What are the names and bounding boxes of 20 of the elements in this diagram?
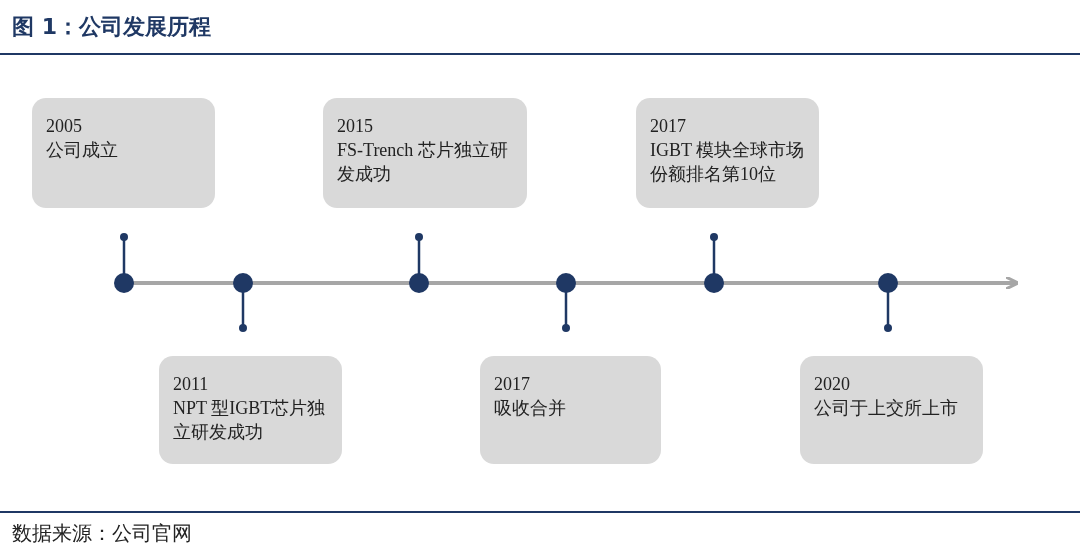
source-note: 数据来源：公司官网: [12, 520, 192, 547]
event-text: 公司成立: [46, 139, 119, 162]
event-card: [480, 356, 661, 464]
event-text: IGBT 模块全球市场份额排名第10位: [650, 139, 805, 186]
event-text: 吸收合并: [494, 397, 567, 420]
year-label: 2020: [814, 373, 851, 396]
event-card: [323, 98, 527, 208]
year-label: 2015: [337, 115, 374, 138]
year-label: 2005: [46, 115, 83, 138]
year-label: 2011: [173, 373, 210, 396]
event-text: FS-Trench 芯片独立研发成功: [337, 139, 509, 186]
event-card: [636, 98, 819, 208]
figure-title: 图 1：公司发展历程: [12, 13, 211, 41]
event-card: [32, 98, 215, 208]
year-label: 2017: [494, 373, 531, 396]
event-card: [800, 356, 983, 464]
event-card: [159, 356, 342, 464]
event-text: 公司于上交所上市: [814, 397, 959, 420]
event-text: NPT 型IGBT芯片独立研发成功: [173, 397, 327, 444]
year-label: 2017: [650, 115, 687, 138]
